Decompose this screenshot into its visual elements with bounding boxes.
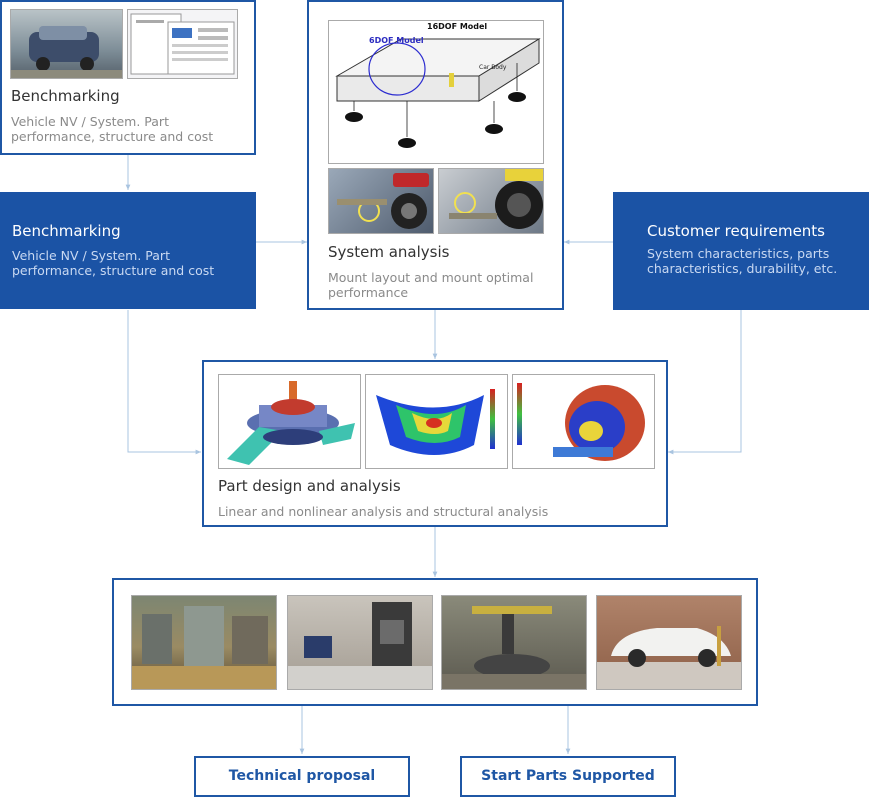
suspension-photo-2 — [438, 168, 544, 234]
part-design-desc: Linear and nonlinear analysis and struct… — [218, 504, 549, 519]
customer-requirements-title: Customer requirements — [647, 222, 826, 240]
16dof-model-diagram: 16DOF Model 6DOF Model Car Body — [328, 20, 544, 164]
customer-requirements-desc: System characteristics, parts characteri… — [647, 246, 838, 276]
benchmarking-card: Benchmarking Vehicle NV / System. Part p… — [0, 0, 256, 155]
benchmarking-title: Benchmarking — [11, 87, 120, 105]
software-screenshot — [127, 9, 238, 79]
part-design-card: Part design and analysis Linear and nonl… — [202, 360, 668, 527]
car-benchmark-photo — [10, 9, 123, 79]
start-parts-supported-box: Start Parts Supported — [460, 756, 676, 797]
customer-requirements-card: Customer requirements System characteris… — [613, 192, 869, 310]
benchmarking-solid-card: Benchmarking Vehicle NV / System. Part p… — [0, 192, 256, 309]
benchmarking-solid-desc: Vehicle NV / System. Part performance, s… — [12, 248, 215, 278]
arrow-customer-part — [668, 310, 742, 455]
technical-proposal-box: Technical proposal — [194, 756, 410, 797]
mount-cad-model — [218, 374, 361, 469]
system-analysis-title: System analysis — [328, 243, 450, 261]
submodel-title: 6DOF Model — [369, 36, 424, 45]
system-analysis-desc: Mount layout and mount optimal performan… — [328, 270, 534, 300]
fea-stress-plot — [365, 374, 508, 469]
benchmarking-desc: Vehicle NV / System. Part performance, s… — [11, 114, 214, 144]
test-lab-photo-3 — [441, 595, 587, 690]
fea-deformation-plot — [512, 374, 655, 469]
vehicle-test-photo — [596, 595, 742, 690]
suspension-photo-1 — [328, 168, 434, 234]
arrow-bench-part — [127, 310, 201, 455]
test-lab-photo-2 — [287, 595, 433, 690]
car-body-label: Car Body — [479, 64, 507, 71]
system-analysis-card: 16DOF Model 6DOF Model Car Body — [307, 0, 564, 310]
testing-facilities-card — [112, 578, 758, 706]
test-lab-photo-1 — [131, 595, 277, 690]
benchmarking-solid-title: Benchmarking — [12, 222, 121, 240]
model-title: 16DOF Model — [427, 22, 487, 31]
part-design-title: Part design and analysis — [218, 477, 401, 495]
